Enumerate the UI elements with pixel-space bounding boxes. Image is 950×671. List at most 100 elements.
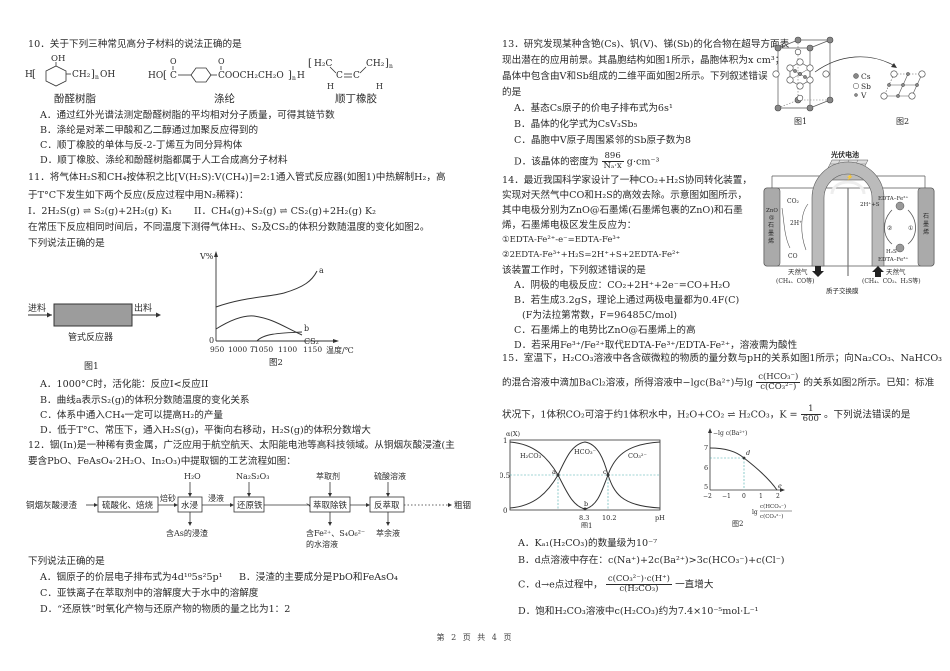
- svg-text:−2: −2: [703, 493, 712, 500]
- q13-stem-2: 现出潜在的应用前景。其晶胞结构如图1所示，晶胞体积为x cm³；: [502, 55, 785, 66]
- q15-distribution-chart: α(X) 1 0.5 0 H₂CO₃ HCO₃⁻ CO₃²⁻ a c b 8.3…: [500, 430, 665, 528]
- q13-stem-4: 的是: [502, 87, 522, 98]
- svg-text:H: H: [327, 82, 334, 90]
- svg-text:反萃取: 反萃取: [374, 500, 400, 511]
- svg-text:CO: CO: [788, 253, 798, 260]
- svg-text:[: [: [163, 70, 167, 81]
- q15-stem-fraction-den: c(CO₃²⁻): [760, 382, 797, 393]
- svg-text:c: c: [603, 468, 607, 476]
- q11-reaction-2: II．CH₄(g)+S₂(g) ⇌ CS₂(g)+2H₂(g) K₂: [194, 206, 377, 217]
- svg-text:COOCH₂CH₂O: COOCH₂CH₂O: [218, 71, 284, 81]
- svg-text:lg: lg: [752, 509, 758, 516]
- svg-text:HO: HO: [148, 71, 163, 81]
- svg-text:V%: V%: [199, 252, 214, 261]
- q12-flowchart: 铜烟灰酸浸渣 硫酸化、焙烧 焙砂 水浸 H₂O 含As的浸渣 浸液 还原铁 Na…: [26, 471, 471, 549]
- q15-option-a: A．Kₐ₁(H₂CO₃)的数量级为10⁻⁷: [518, 538, 658, 549]
- svg-text:H₂S: H₂S: [886, 249, 897, 255]
- q10-structure-label-phenolic: 酚醛树脂: [54, 93, 96, 105]
- svg-text:图2: 图2: [896, 117, 909, 126]
- svg-text:2H⁺: 2H⁺: [790, 220, 802, 227]
- svg-text:H₂C: H₂C: [314, 59, 332, 69]
- svg-text:烯: 烯: [768, 237, 774, 245]
- q15-k-fraction: 1 600: [800, 404, 821, 425]
- q11-fig1-caption: 图1: [84, 362, 99, 372]
- svg-text:烯: 烯: [923, 228, 929, 236]
- svg-text:ZnO: ZnO: [766, 208, 778, 214]
- q12-option-b: B．浸渣的主要成分是PbO和FeAsO₄: [239, 572, 398, 583]
- svg-text:b: b: [304, 324, 309, 333]
- q15-stem-2a: 的混合溶液中滴加BaCl₂溶液，所得溶液中−lgc(Ba²⁺)与lg: [502, 377, 754, 389]
- reactor-diagram: [28, 303, 161, 327]
- q15-option-c-den: c(H₂CO₃): [619, 584, 659, 595]
- q14-option-a: A．阴极的电极反应：CO₂+2H⁺+2e⁻=CO+H₂O: [514, 280, 731, 291]
- svg-text:n: n: [95, 74, 99, 81]
- q11-option-d: D．低于T°C、常压下，通入H₂S(g)，平衡向右移动，H₂S(g)的体积分数增…: [40, 425, 371, 436]
- svg-text:0: 0: [209, 336, 214, 345]
- svg-text:HCO₃⁻: HCO₃⁻: [574, 448, 596, 456]
- svg-text:温度/℃: 温度/℃: [326, 345, 354, 355]
- svg-text:1: 1: [759, 493, 763, 500]
- svg-text:质子交换膜: 质子交换膜: [826, 286, 859, 295]
- density-unit: g·cm⁻³: [626, 156, 660, 168]
- svg-text:V: V: [860, 91, 867, 100]
- svg-text:OH: OH: [100, 70, 115, 80]
- svg-text:图1: 图1: [581, 522, 592, 528]
- svg-text:1: 1: [503, 437, 507, 445]
- svg-text:1000: 1000: [228, 345, 247, 354]
- svg-text:T: T: [250, 345, 256, 354]
- q13-option-a: A．基态Cs原子的价电子排布式为6s¹: [514, 103, 673, 114]
- q10-option-c: C．顺丁橡胶的单体与反-2-丁烯互为同分异构体: [40, 140, 243, 151]
- svg-text:0: 0: [742, 493, 746, 500]
- q12-option-c: C．亚铁离子在萃取剂中的溶解度大于水中的溶解度: [40, 588, 259, 599]
- svg-text:CO₃²⁻: CO₃²⁻: [628, 452, 647, 460]
- svg-text:EDTA–Fe²⁺: EDTA–Fe²⁺: [878, 195, 908, 202]
- q11-option-c: C．体系中通入CH₄一定可以提高H₂的产量: [40, 410, 224, 421]
- svg-text:10.2: 10.2: [602, 514, 616, 522]
- svg-text:[: [: [32, 69, 36, 80]
- svg-text:硫酸化、焙烧: 硫酸化、焙烧: [102, 500, 154, 511]
- svg-text:萃余液: 萃余液: [376, 528, 400, 538]
- q14-option-c: C．石墨烯上的电势比ZnO@石墨烯上的高: [514, 325, 696, 336]
- reactor-outlet-label: 出料: [134, 304, 153, 314]
- svg-text:石: 石: [923, 213, 929, 220]
- svg-text:a: a: [552, 468, 556, 476]
- q14-stem-3: 其中电极分别为ZnO@石墨烯(石墨烯包裹的ZnO)和石墨: [502, 205, 743, 216]
- svg-text:c(HCO₃⁻): c(HCO₃⁻): [760, 503, 786, 510]
- svg-text:n: n: [389, 63, 393, 70]
- q14-electrolysis-diagram: 光伏电池 ⚡ ZnO @ 石 墨 烯 石 墨 烯 CO₂ 2H⁺ CO 2H⁺+…: [763, 150, 935, 295]
- q15-stem-3: 状况下，1体积CO₂可溶于约1体积水中，H₂O+CO₂ ⇌ H₂CO₃，K = …: [502, 404, 910, 425]
- svg-text:CO₂: CO₂: [787, 198, 800, 205]
- q13-stem-1: 13．研究发现某种含铯(Cs)、钒(V)、锑(Sb)的化合物在超导方面表: [502, 39, 790, 50]
- q15-option-c-suffix: 一直增大: [675, 579, 714, 591]
- q13-option-b: B．晶体的化学式为CsV₃Sb₅: [514, 119, 638, 130]
- svg-text:2H⁺+S: 2H⁺+S: [860, 202, 880, 208]
- q12-option-d: D．“还原铁”时氧化产物与还原产物的物质的量之比为1：2: [40, 604, 291, 615]
- q10-option-b: B．涤纶是对苯二甲酸和乙二醇通过加聚反应得到的: [40, 125, 259, 136]
- q11-reaction-1: I．2H₂S(g) ⇌ S₂(g)+2H₂(g) K₁: [28, 206, 173, 217]
- q10-structure-label-dacron: 涤纶: [214, 93, 235, 105]
- svg-text:Sb: Sb: [861, 82, 871, 91]
- svg-text:光伏电池: 光伏电池: [830, 150, 859, 159]
- svg-text:C: C: [336, 71, 343, 81]
- density-fraction: 896 Nₐ·x: [601, 151, 624, 172]
- q15-k-den: 600: [802, 414, 819, 425]
- q10-structure-label-rubber: 顺丁橡胶: [335, 93, 377, 105]
- q15-option-b: B．d点溶液中存在：c(Na⁺)+2c(Ba²⁺)>3c(HCO₃⁻)+c(Cl…: [518, 555, 785, 566]
- svg-text:H: H: [25, 70, 33, 80]
- svg-text:的水溶液: 的水溶液: [306, 539, 338, 549]
- q14-stem-2: 实现对天然气中CO和H₂S的高效去除。示意图如图所示，: [502, 190, 748, 201]
- svg-text:天然气: 天然气: [788, 267, 808, 276]
- svg-text:CH₂: CH₂: [72, 70, 91, 80]
- svg-text:含Fe²⁺、S₄O₆²⁻: 含Fe²⁺、S₄O₆²⁻: [306, 528, 365, 538]
- svg-text:萃取除铁: 萃取除铁: [313, 500, 348, 511]
- q15-option-c: C．d→e点过程中， c(CO₃²⁻)·c(H⁺) c(H₂CO₃) 一直增大: [502, 574, 714, 595]
- q15-stem-fraction: c(HCO₃⁻) c(CO₃²⁻): [756, 372, 801, 393]
- svg-text:C: C: [170, 71, 177, 81]
- svg-text:OH: OH: [51, 54, 65, 64]
- q14-option-b-note: (F为法拉第常数，F=96485C/mol): [522, 310, 678, 321]
- q14-option-b: B．若生成3.2gS，理论上通过两极电量都为0.4F(C): [514, 295, 740, 306]
- svg-text:粗铟: 粗铟: [454, 500, 471, 511]
- q10-stem: 10．关于下列三种常见高分子材料的说法正确的是: [28, 39, 242, 50]
- svg-text:焙砂: 焙砂: [160, 493, 176, 503]
- svg-text:H: H: [297, 71, 305, 81]
